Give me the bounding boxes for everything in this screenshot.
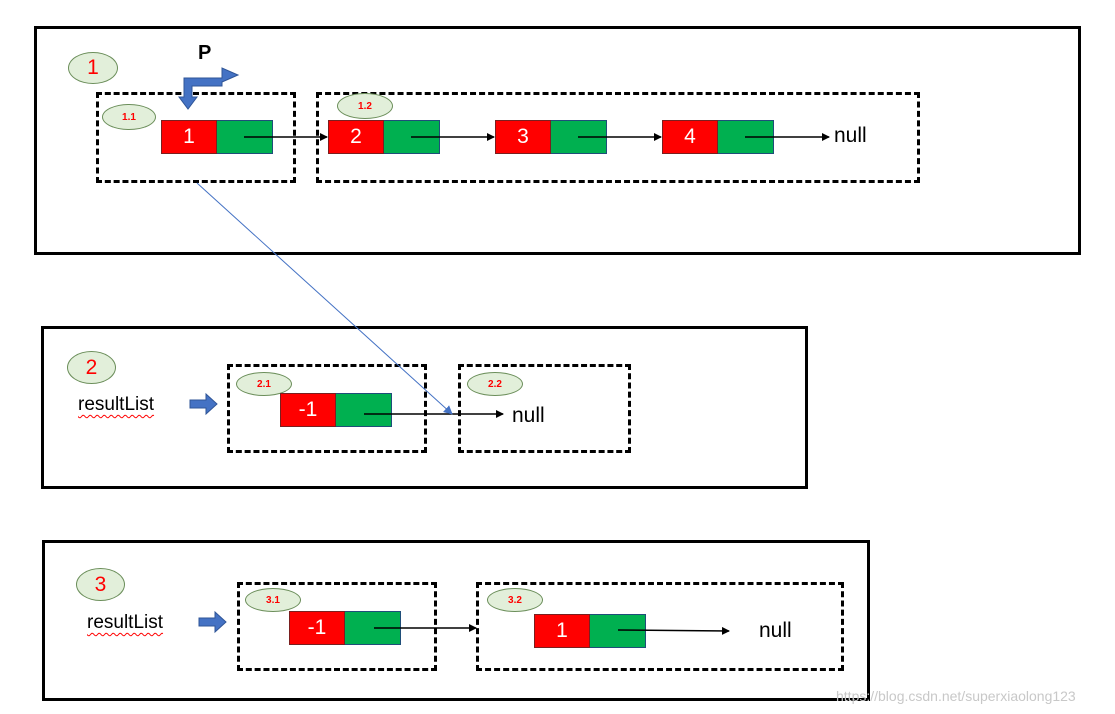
result-list-label: resultList xyxy=(87,612,164,633)
move-connector-arrow xyxy=(196,182,453,415)
section-1-number-badge: 1 xyxy=(68,52,118,84)
group-3-1-badge: 3.1 xyxy=(245,588,301,612)
group-2-2-badge: 2.2 xyxy=(467,372,523,396)
node-value: -1 xyxy=(289,611,345,645)
result-list-arrow-icon xyxy=(198,610,227,634)
list-node: -1 xyxy=(289,611,401,645)
list-node: 1 xyxy=(161,120,273,154)
group-3-2-badge: 3.2 xyxy=(487,588,543,612)
result-list-label: resultList xyxy=(78,394,155,415)
group-3-2 xyxy=(476,582,844,671)
null-terminal: null xyxy=(759,619,792,642)
section-3-number-badge: 3 xyxy=(76,568,125,601)
pointer-p-label: P xyxy=(198,42,212,64)
null-terminal: null xyxy=(834,124,867,147)
watermark: https://blog.csdn.net/superxiaolong123 xyxy=(836,688,1076,704)
list-node: 1 xyxy=(534,614,646,648)
list-node: -1 xyxy=(280,393,392,427)
section-3-panel xyxy=(42,540,870,701)
group-1-2-badge: 1.2 xyxy=(337,93,393,119)
node-value: -1 xyxy=(280,393,336,427)
node-value: 2 xyxy=(328,120,384,154)
group-2-2 xyxy=(458,364,631,453)
node-next-pointer xyxy=(336,393,392,427)
pointer-p-arrow-icon xyxy=(178,67,240,110)
node-value: 1 xyxy=(161,120,217,154)
node-next-pointer xyxy=(590,614,646,648)
node-value: 3 xyxy=(495,120,551,154)
group-2-1 xyxy=(227,364,427,453)
list-node: 4 xyxy=(662,120,774,154)
null-terminal: null xyxy=(512,404,545,427)
node-value: 1 xyxy=(534,614,590,648)
next-arrow xyxy=(617,626,730,635)
node-value: 4 xyxy=(662,120,718,154)
section-2-number-badge: 2 xyxy=(67,351,116,384)
group-2-1-badge: 2.1 xyxy=(236,372,292,396)
group-3-1 xyxy=(237,582,437,671)
result-list-arrow-icon xyxy=(189,392,218,416)
group-1-1-badge: 1.1 xyxy=(102,104,156,130)
